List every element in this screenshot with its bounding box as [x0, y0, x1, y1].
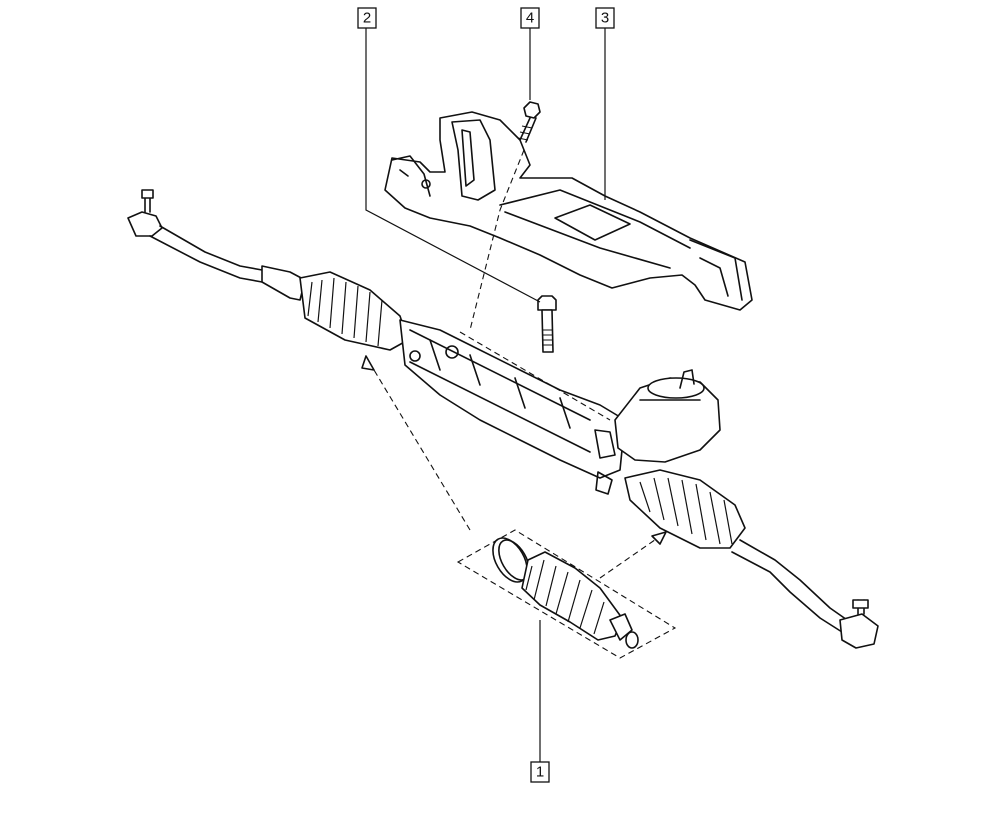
steering-rack	[127, 189, 879, 649]
callout-4: 4	[520, 7, 540, 29]
assembly-arrows	[361, 149, 667, 579]
callout-3: 3	[595, 7, 615, 29]
heat-shield	[384, 111, 753, 311]
long-bolt	[537, 295, 557, 353]
callout-label: 3	[601, 10, 609, 27]
callout-1: 1	[530, 761, 550, 783]
small-bolt	[517, 101, 541, 143]
callout-label: 1	[536, 764, 544, 781]
callout-label: 4	[526, 10, 534, 27]
leader-lines	[365, 28, 606, 762]
callout-label: 2	[363, 10, 371, 27]
callout-2: 2	[357, 7, 377, 29]
boot-kit	[492, 537, 639, 649]
